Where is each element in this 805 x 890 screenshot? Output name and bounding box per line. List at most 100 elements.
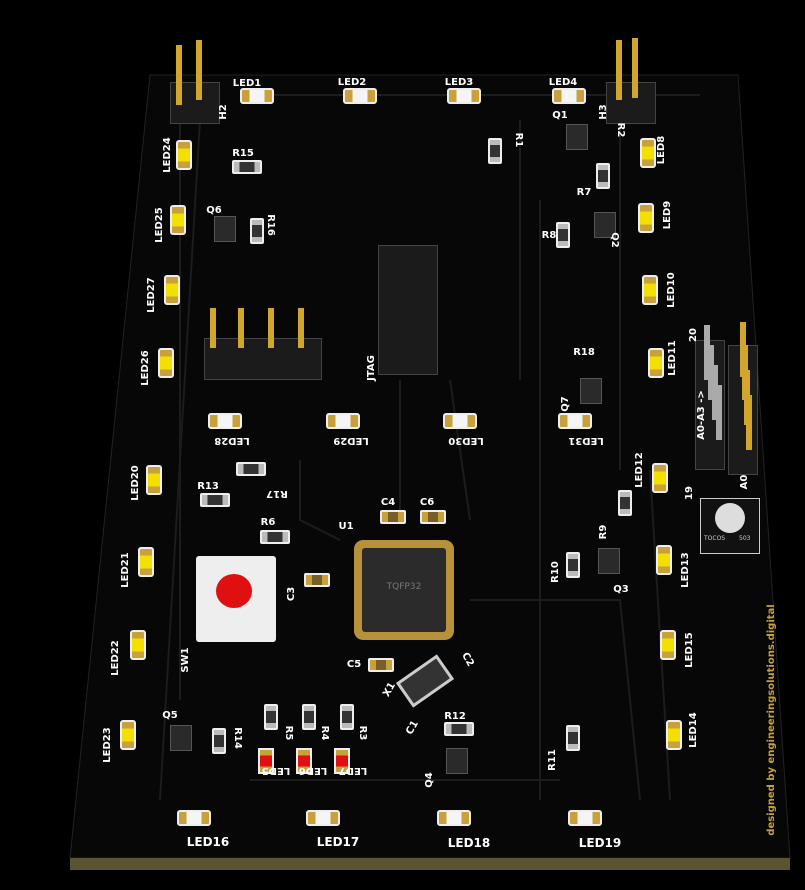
silk-label: R4 — [319, 725, 330, 741]
header-pin — [708, 345, 714, 400]
silk-label: LED28 — [214, 435, 250, 446]
led-component — [158, 348, 174, 378]
silk-label: R7 — [576, 187, 592, 198]
header-pin — [746, 395, 752, 450]
transistor-component — [566, 124, 588, 150]
transistor-component — [214, 216, 236, 242]
silk-label: C6 — [419, 497, 435, 508]
silk-label: R1 — [513, 132, 524, 148]
led-component — [177, 810, 211, 826]
pot-brand: TOCOS — [704, 535, 726, 542]
resistor-component — [596, 163, 610, 189]
silk-label: Q7 — [560, 396, 571, 412]
silk-label: R13 — [197, 481, 219, 492]
silk-label: LED17 — [316, 835, 360, 849]
led-component — [437, 810, 471, 826]
switch-button[interactable] — [216, 574, 252, 608]
led-component — [558, 413, 592, 429]
silk-label: LED20 — [130, 465, 141, 501]
led-component — [660, 630, 676, 660]
silk-label: LED25 — [154, 207, 165, 243]
led-component — [640, 138, 656, 168]
microcontroller-u1: TQFP32 — [362, 548, 446, 632]
silk-label: C5 — [346, 659, 362, 670]
capacitor-component — [368, 658, 394, 672]
silk-label: U1 — [338, 521, 354, 532]
resistor-component — [444, 722, 474, 736]
header-pin — [196, 40, 202, 100]
resistor-component — [340, 704, 354, 730]
led-component — [568, 810, 602, 826]
led-component — [652, 463, 668, 493]
header-pin — [268, 308, 274, 348]
silk-label: R2 — [615, 122, 626, 138]
header-pin — [176, 45, 182, 105]
led-component — [326, 413, 360, 429]
chip-marking: TQFP32 — [386, 582, 422, 592]
silk-label: C4 — [380, 497, 396, 508]
header-pin — [704, 325, 710, 380]
board-edge — [70, 858, 790, 870]
red-led-component — [258, 748, 274, 774]
resistor-component — [260, 530, 290, 544]
led-component — [666, 720, 682, 750]
transistor-component — [446, 748, 468, 774]
silk-label: LED31 — [568, 435, 604, 446]
silk-label: LED26 — [140, 350, 151, 386]
led-component — [443, 413, 477, 429]
capacitor-component — [304, 573, 330, 587]
silk-label: R5 — [283, 725, 294, 741]
silk-label: Q2 — [609, 232, 620, 248]
header-pin — [210, 308, 216, 348]
resistor-component — [566, 725, 580, 751]
silk-label: H2 — [218, 104, 229, 120]
capacitor-component — [380, 510, 406, 524]
header-pin — [298, 308, 304, 348]
silk-label: LED16 — [186, 835, 230, 849]
silk-label: R12 — [444, 711, 466, 722]
silk-label: LED5 — [261, 765, 291, 776]
pot-knob[interactable] — [715, 503, 745, 533]
transistor-component — [594, 212, 616, 238]
red-led-component — [334, 748, 350, 774]
silk-label: LED4 — [548, 77, 578, 88]
resistor-component — [250, 218, 264, 244]
potentiometer[interactable]: TOCOS 503 — [700, 498, 760, 554]
led-component — [638, 203, 654, 233]
resistor-component — [618, 490, 632, 516]
silk-label: Q1 — [552, 110, 568, 121]
pin-header-h3[interactable] — [606, 82, 656, 124]
capacitor-component — [420, 510, 446, 524]
silk-label: LED29 — [333, 435, 369, 446]
led-component — [656, 545, 672, 575]
silk-label: Q4 — [424, 772, 435, 788]
silk-label: LED9 — [662, 200, 673, 230]
pin-header-4[interactable] — [204, 338, 322, 380]
silk-label: LED12 — [634, 452, 645, 488]
led-component — [343, 88, 377, 104]
resistor-component — [212, 728, 226, 754]
jtag-connector[interactable] — [378, 245, 438, 375]
silk-label: 19 — [684, 486, 695, 500]
header-pin — [716, 385, 722, 440]
led-component — [642, 275, 658, 305]
silk-label: R6 — [260, 517, 276, 528]
designer-signature: designed by engineeringsolutions.digital — [766, 604, 777, 836]
reset-switch-sw1[interactable] — [196, 556, 276, 642]
silk-label: R15 — [232, 148, 254, 159]
led-component — [447, 88, 481, 104]
header-pin — [632, 38, 638, 98]
silk-label: LED7 — [338, 765, 368, 776]
silk-label: LED14 — [688, 712, 699, 748]
resistor-component — [566, 552, 580, 578]
silk-label: JTAG — [366, 355, 377, 381]
silk-label: R8 — [541, 230, 557, 241]
silk-label: LED6 — [298, 765, 328, 776]
header-pin — [712, 365, 718, 420]
transistor-component — [170, 725, 192, 751]
led-component — [176, 140, 192, 170]
transistor-component — [580, 378, 602, 404]
silk-label: LED23 — [102, 727, 113, 763]
silk-label: LED11 — [667, 340, 678, 376]
silk-label: LED1 — [232, 78, 262, 89]
